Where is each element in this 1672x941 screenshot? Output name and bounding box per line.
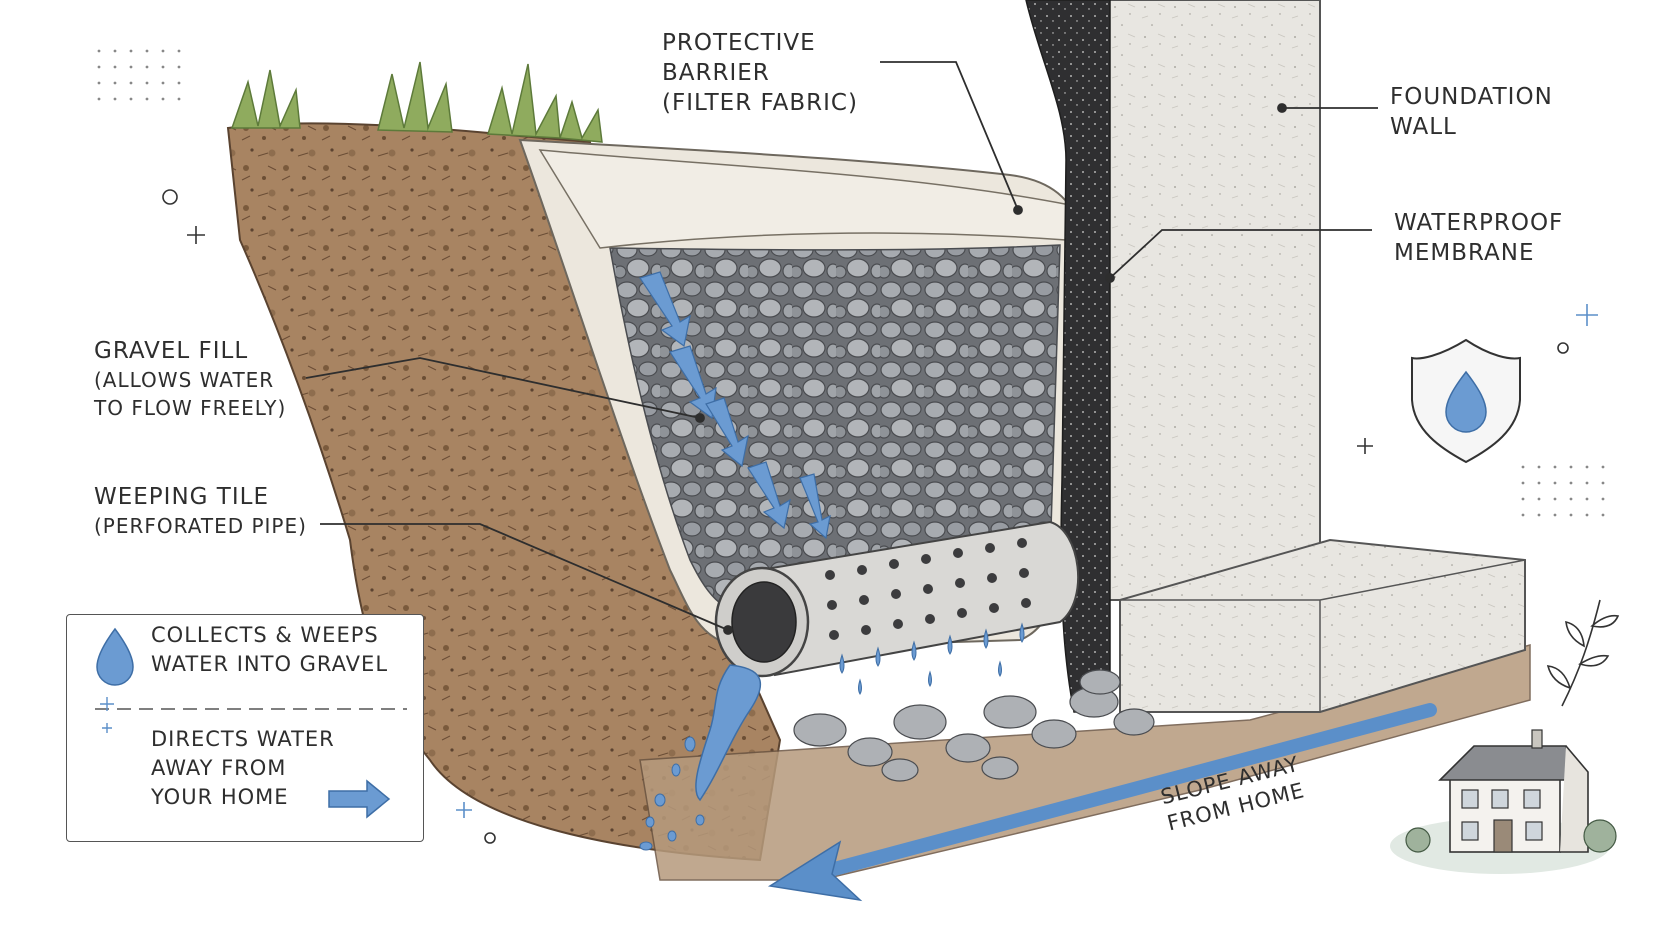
- weeping-tile-sub1: (PERFORATED PIPE): [94, 514, 307, 538]
- foundation-wall: [1101, 0, 1321, 601]
- legend-item-collects: COLLECTS & WEEPS WATER INTO GRAVEL: [151, 621, 388, 679]
- slope-arrow: [767, 703, 1437, 902]
- legend-item1-line2: WATER INTO GRAVEL: [151, 652, 389, 676]
- label-gravel-fill: GRAVEL FILL (ALLOWS WATER TO FLOW FREELY…: [94, 336, 286, 422]
- water-outflow: [639, 664, 761, 851]
- grass-icon: [230, 61, 603, 143]
- gravel-fill-title: GRAVEL FILL: [94, 338, 249, 364]
- foundation-wall-line1: FOUNDATION: [1390, 84, 1553, 110]
- protective-barrier-line3: (FILTER FABRIC): [662, 90, 858, 116]
- waterproof-membrane-line2: MEMBRANE: [1394, 240, 1535, 266]
- legend-graphics: [95, 627, 407, 819]
- label-foundation-wall: FOUNDATION WALL: [1390, 82, 1553, 142]
- leader-lines: [305, 61, 1378, 635]
- water-drop-icon: [96, 627, 134, 686]
- legend-item-directs: DIRECTS WATER AWAY FROM YOUR HOME: [151, 725, 335, 812]
- dot-grid-decoration: [88, 40, 184, 112]
- footing: [1119, 538, 1526, 713]
- crosshair-icon: [100, 697, 114, 733]
- label-waterproof-membrane: WATERPROOF MEMBRANE: [1394, 208, 1563, 268]
- legend: COLLECTS & WEEPS WATER INTO GRAVEL DIREC…: [66, 614, 424, 842]
- protective-barrier-line2: BARRIER: [662, 60, 770, 86]
- legend-item2-line3: YOUR HOME: [151, 785, 289, 809]
- foundation-wall-line2: WALL: [1390, 114, 1457, 140]
- sparkle-decorations: [162, 189, 1598, 844]
- footing-edges: [1120, 559, 1526, 712]
- gravel-fill-sub2: TO FLOW FREELY): [94, 396, 287, 420]
- legend-item2-line2: AWAY FROM: [151, 756, 287, 780]
- arrow-right-icon: [328, 779, 391, 819]
- gravel-bed: [793, 669, 1155, 782]
- label-protective-barrier: PROTECTIVE BARRIER (FILTER FABRIC): [662, 28, 858, 118]
- label-weeping-tile: WEEPING TILE (PERFORATED PIPE): [94, 482, 307, 540]
- water-flow-arrows: [639, 271, 831, 540]
- protective-barrier-line1: PROTECTIVE: [662, 30, 816, 56]
- waterproof-membrane: [1025, 0, 1111, 713]
- dot-grid-decoration: [1510, 456, 1616, 528]
- leaf-sprig-icon: [1546, 599, 1620, 707]
- legend-item2-line1: DIRECTS WATER: [151, 727, 335, 751]
- waterproof-membrane-line1: WATERPROOF: [1394, 210, 1564, 236]
- gravel-fill-sub1: (ALLOWS WATER: [94, 368, 275, 392]
- water-drips: [839, 622, 1025, 695]
- house-icon: [1390, 729, 1617, 874]
- legend-item1-line1: COLLECTS & WEEPS: [151, 623, 379, 647]
- weeping-tile-title: WEEPING TILE: [94, 484, 269, 510]
- shield-water-icon: [1411, 338, 1521, 464]
- perforated-pipe: [714, 520, 1080, 678]
